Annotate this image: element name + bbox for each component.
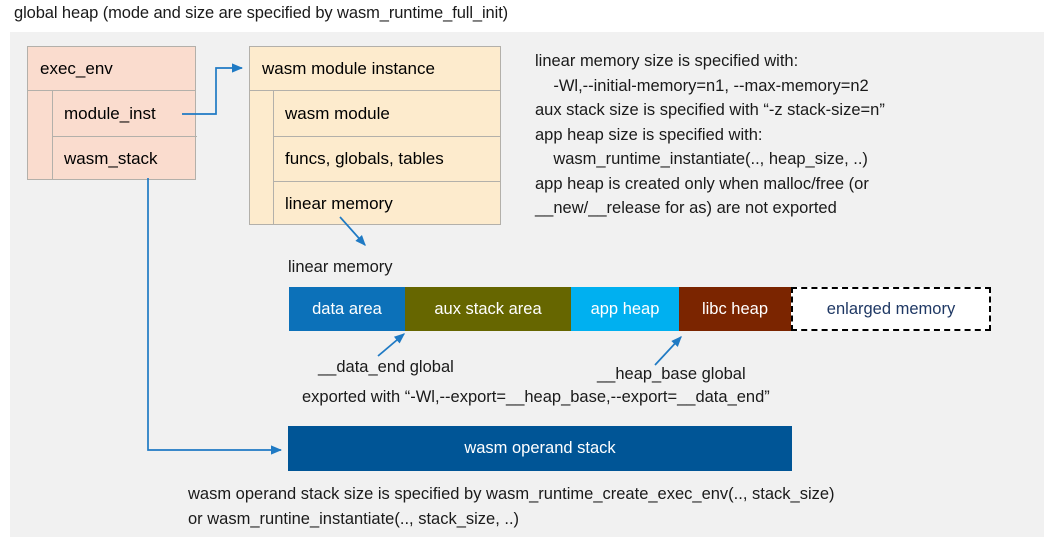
memory-segment-aux-stack-area: aux stack area <box>405 287 571 331</box>
wasm-operand-stack-bar: wasm operand stack <box>288 426 792 471</box>
exec-env-box: exec_env module_inst wasm_stack <box>27 46 197 180</box>
module-instance-field-wasm-module: wasm module <box>285 103 390 123</box>
wasm-module-instance-box: wasm module instance wasm module funcs, … <box>249 46 501 225</box>
wasm-module-instance-header: wasm module instance <box>250 47 500 91</box>
diagram-title: global heap (mode and size are specified… <box>14 4 509 22</box>
linear-memory-notes: linear memory size is specified with: -W… <box>535 52 885 217</box>
memory-segment-data-area: data area <box>289 287 405 331</box>
annotation-exported-with: exported with “-Wl,--export=__heap_base,… <box>302 388 770 406</box>
exec-env-header: exec_env <box>28 47 195 91</box>
operand-stack-notes: wasm operand stack size is specified by … <box>188 485 835 528</box>
exec-env-field-wasm-stack: wasm_stack <box>53 136 197 180</box>
memory-segment-libc-heap: libc heap <box>679 287 791 331</box>
annotation-heap-base: __heap_base global <box>597 365 746 383</box>
memory-segment-app-heap: app heap <box>571 287 679 331</box>
exec-env-gutter <box>28 91 53 180</box>
exec-env-field-module-inst: module_inst <box>64 103 156 123</box>
linear-memory-bar-label: linear memory <box>288 258 393 276</box>
annotation-data-end: __data_end global <box>318 358 454 376</box>
memory-segment-enlarged-memory: enlarged memory <box>791 287 991 331</box>
wasm-module-instance-gutter <box>250 91 274 225</box>
module-instance-field-linear-memory: linear memory <box>274 181 501 225</box>
module-instance-field-funcs-globals-tables: funcs, globals, tables <box>274 136 501 181</box>
